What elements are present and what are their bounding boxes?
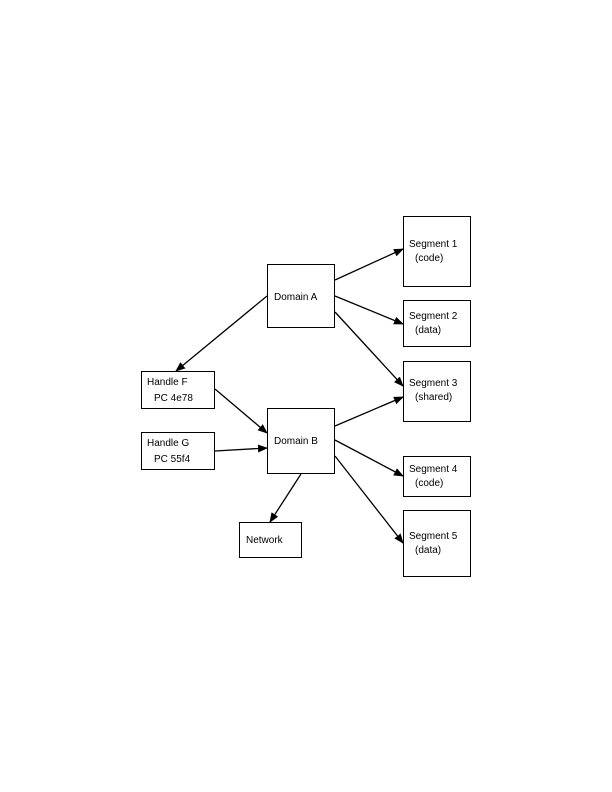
segment-4-name: Segment 4: [409, 464, 458, 475]
segment-5-type: (data): [415, 545, 442, 556]
arrow-domain-a-to-segment-3: [334, 311, 404, 387]
segment-2-name: Segment 2: [409, 311, 458, 322]
arrow-handle-f-to-domain-b: [214, 388, 268, 434]
segment-1-box: Segment 1 (code): [403, 216, 471, 287]
network-label: Network: [246, 535, 283, 546]
domain-a-label: Domain A: [274, 292, 318, 303]
arrow-domain-b-to-network: [269, 473, 302, 523]
arrow-domain-b-to-segment-5: [334, 455, 404, 544]
segment-4-type: (code): [415, 478, 444, 489]
handle-f-pc: PC 4e78: [154, 393, 193, 404]
segment-3-box: Segment 3 (shared): [403, 361, 471, 422]
segment-1-type: (code): [415, 253, 444, 264]
segment-1-name: Segment 1: [409, 239, 458, 250]
handle-g-pc: PC 55f4: [154, 454, 191, 465]
arrow-domain-a-to-segment-2: [334, 295, 404, 325]
arrow-domain-b-to-segment-3: [334, 396, 404, 427]
handle-f-name: Handle F: [147, 377, 188, 388]
segment-4-box: Segment 4 (code): [403, 456, 471, 497]
domain-a-box: Domain A: [267, 264, 335, 328]
domain-b-box: Domain B: [267, 408, 335, 474]
handle-g-box: Handle G PC 55f4: [141, 432, 215, 470]
segment-2-box: Segment 2 (data): [403, 300, 471, 347]
segment-3-type: (shared): [415, 392, 453, 403]
arrow-domain-b-to-segment-4: [334, 439, 404, 477]
segment-3-name: Segment 3: [409, 378, 458, 389]
network-box: Network: [239, 522, 302, 558]
arrow-handle-g-to-domain-b: [214, 444, 268, 453]
domain-b-label: Domain B: [274, 436, 318, 447]
handle-f-box: Handle F PC 4e78: [141, 371, 215, 409]
segment-2-type: (data): [415, 325, 442, 336]
segment-5-name: Segment 5: [409, 531, 458, 542]
handle-g-name: Handle G: [147, 438, 190, 449]
arrow-domain-a-to-handle-f: [175, 295, 268, 372]
segment-5-box: Segment 5 (data): [403, 510, 471, 577]
arrow-domain-a-to-segment-1: [334, 248, 404, 281]
